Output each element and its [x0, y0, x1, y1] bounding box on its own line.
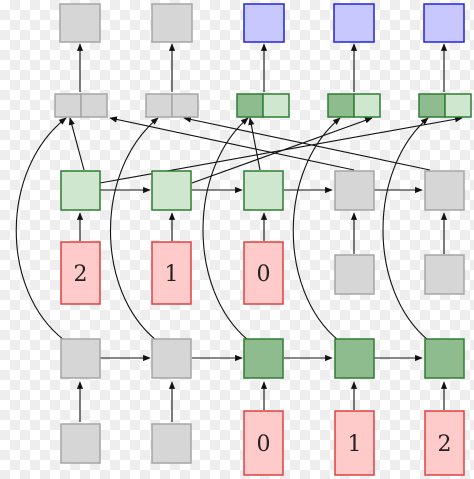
- encoder-input-2: [151, 241, 192, 305]
- forward-node-3: [243, 170, 284, 211]
- encoder-input-1: [60, 241, 101, 305]
- backward-node-3: [243, 338, 284, 379]
- concat-3-left: [236, 93, 264, 118]
- concat-row: [54, 93, 472, 118]
- decoder-input-3: [243, 410, 284, 476]
- output-node-1: [59, 3, 101, 43]
- edge-b4: [292, 117, 341, 341]
- decoder-input-5-label: 2: [438, 432, 452, 457]
- output-node-5: [423, 3, 465, 43]
- decoder-pad-1: [60, 423, 101, 464]
- output-node-3: [243, 3, 285, 43]
- concat-2-right: [171, 93, 199, 118]
- decoder-input-4-label: 1: [348, 432, 362, 457]
- decoder-input-4: [334, 410, 375, 476]
- edge-b2: [110, 117, 159, 341]
- forward-node-5: [424, 170, 465, 211]
- decoder-pad-2: [151, 423, 192, 464]
- encoder-input-3-label: 0: [257, 262, 271, 287]
- concat-1-left: [54, 93, 82, 118]
- concat-1-right: [80, 93, 108, 118]
- edge-f5: [109, 116, 355, 171]
- edges: [15, 43, 463, 422]
- decoder-input-3-label: 0: [257, 432, 271, 457]
- edge-b5: [382, 117, 429, 341]
- encoder-input-row: 2 1 0: [60, 241, 465, 305]
- encoder-pad-5: [424, 254, 465, 295]
- edge-b1: [15, 117, 67, 341]
- backward-node-1: [60, 338, 101, 379]
- backward-node-2: [151, 338, 192, 379]
- decoder-input-5: [424, 410, 465, 476]
- encoder-input-1-label: 2: [74, 262, 88, 287]
- concat-4-right: [353, 93, 381, 118]
- forward-node-1: [60, 170, 101, 211]
- output-node-2: [151, 3, 193, 43]
- edge-b3: [202, 117, 249, 341]
- forward-node-4: [334, 170, 375, 211]
- edge-f4: [248, 117, 261, 171]
- output-row: [59, 3, 465, 43]
- backward-node-5: [424, 338, 465, 379]
- encoder-pad-4: [334, 254, 375, 295]
- backward-node-4: [334, 338, 375, 379]
- edge-f3: [191, 117, 373, 184]
- encoder-input-3: [243, 241, 284, 305]
- forward-rnn-row: [60, 170, 465, 211]
- encoder-input-2-label: 1: [165, 262, 179, 287]
- concat-2-left: [145, 93, 173, 118]
- concat-3-right: [262, 93, 290, 118]
- concat-5-left: [418, 93, 446, 118]
- concat-5-right: [444, 93, 472, 118]
- output-node-4: [333, 3, 375, 43]
- forward-node-2: [151, 170, 192, 211]
- edge-f1: [68, 117, 85, 171]
- concat-4-left: [327, 93, 355, 118]
- decoder-input-row: 0 1 2: [60, 410, 465, 476]
- edge-f6: [183, 116, 431, 171]
- backward-rnn-row: [60, 338, 465, 379]
